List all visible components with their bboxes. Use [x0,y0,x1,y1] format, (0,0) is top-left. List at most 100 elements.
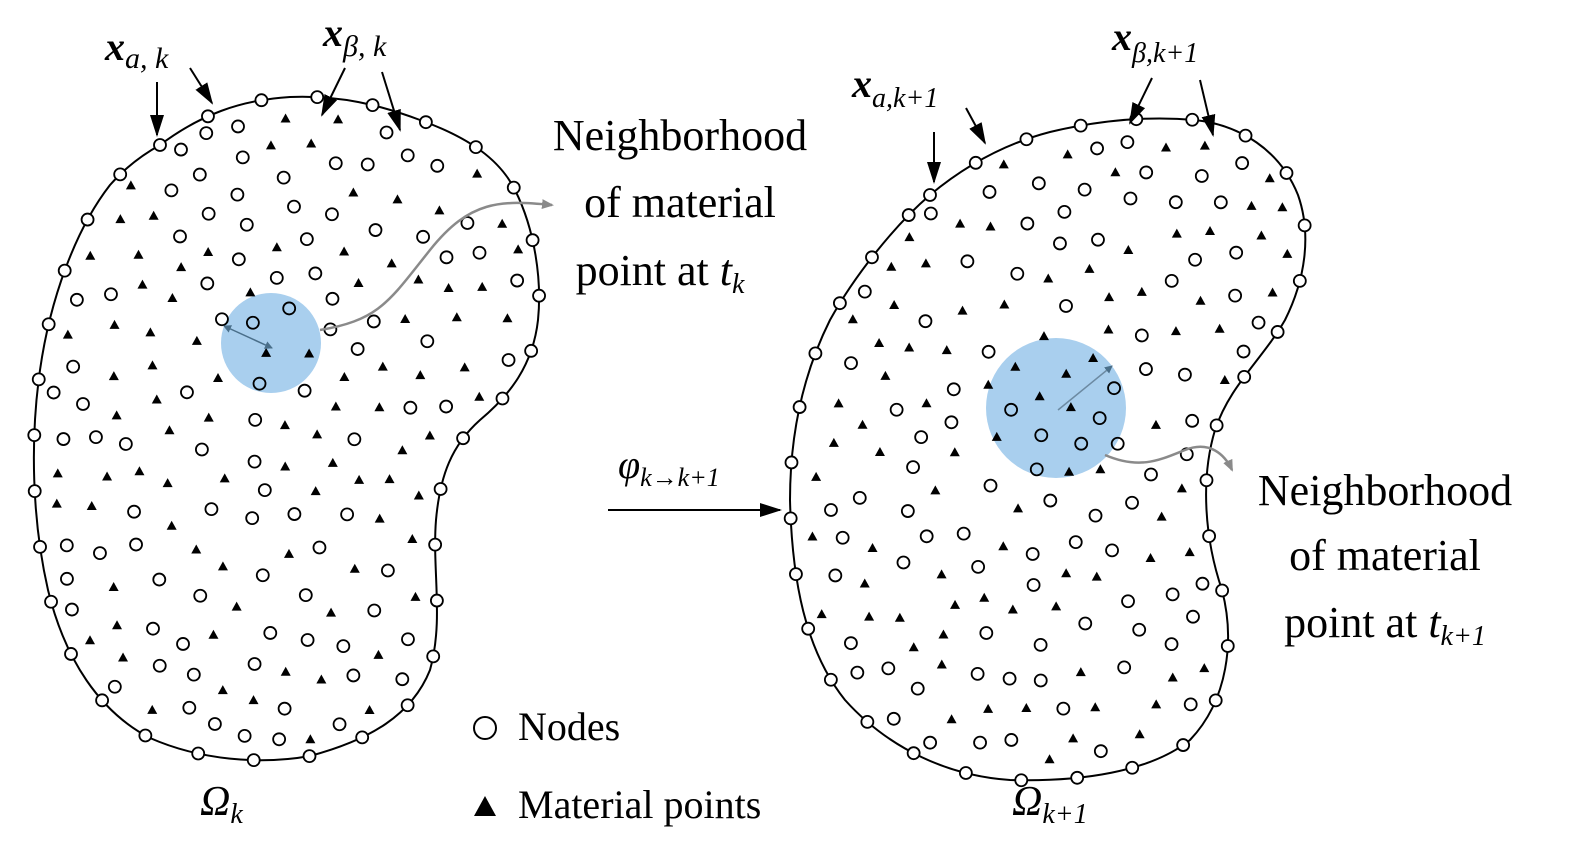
material-point [108,582,119,592]
material-point [306,138,317,148]
node [230,187,245,202]
node [174,142,188,157]
material-point [1103,324,1114,334]
svg-text:of material: of material [1289,531,1481,580]
material-point [1043,273,1054,283]
material-point [339,371,350,381]
material-point [86,500,97,510]
node [881,661,896,676]
node [420,334,435,349]
svg-text:of material: of material [584,178,776,227]
material-point [1214,323,1225,333]
boundary-node [153,138,167,152]
boundary-node [1070,770,1085,785]
material-point [373,649,384,659]
material-point [1034,391,1045,401]
material-point [316,674,327,684]
node [298,588,313,602]
boundary-node [1199,473,1214,488]
boundary-node [428,537,443,552]
material-point [148,210,159,220]
node [192,167,207,182]
material-point [857,419,868,429]
material-point [125,180,136,190]
node [956,526,971,541]
node [850,665,865,680]
boundary-node [191,746,206,761]
boundary-node [495,391,510,406]
node [1144,467,1158,482]
material-point [111,410,122,420]
node [1078,616,1093,631]
boundary-node [254,93,269,108]
node [297,383,312,398]
boundary-node [1209,418,1224,433]
material-point [231,601,242,611]
node [919,529,934,544]
node [193,588,208,603]
node [146,621,160,636]
boundary-node [1125,760,1140,775]
node [1139,362,1153,376]
material-point [889,300,900,310]
boundary-node [906,746,921,761]
node [379,125,394,140]
material-point [1161,142,1172,152]
material-point [52,468,63,478]
node [93,546,107,561]
node [1056,701,1071,716]
material-point [1038,331,1049,341]
node [299,232,314,247]
material-point [1123,245,1134,255]
material-point [880,370,891,380]
material-point [424,430,435,440]
node [439,250,454,265]
material-point [497,218,508,228]
node [312,540,327,555]
material-point [108,371,119,381]
node [1117,660,1132,675]
node [350,342,365,356]
node [325,207,339,222]
material-point [118,652,129,662]
node [923,206,938,221]
material-point [472,168,483,178]
node [1164,273,1179,288]
material-point [867,543,878,553]
material-point [979,592,990,602]
node [1132,622,1147,637]
boundary-node [456,431,471,446]
node [1107,381,1121,396]
node [1229,245,1244,260]
node [1134,328,1149,343]
node [1031,176,1046,191]
node [176,637,190,651]
material-point [941,345,952,355]
node [328,156,343,171]
node [1020,216,1035,231]
node [1043,493,1058,508]
boundary-nodes [27,90,1312,788]
node [46,385,61,400]
node [1059,299,1073,313]
material-point [886,261,897,271]
material-point [946,714,957,724]
node [245,511,260,526]
material-point [1088,352,1099,362]
material-point [1084,263,1095,273]
node [215,312,229,327]
node [403,400,418,415]
label-x-alpha-k: xa, k [104,24,169,75]
material-point [1013,503,1024,513]
material-point [904,342,915,352]
material-point [377,361,388,371]
boundary-node [138,728,153,743]
node [287,507,302,521]
material-point [413,490,424,500]
material-point [245,287,256,297]
boundary-node [1279,166,1294,180]
node [152,572,167,587]
material-point [1150,419,1161,429]
material-point [1090,702,1101,712]
material-point [950,599,961,609]
